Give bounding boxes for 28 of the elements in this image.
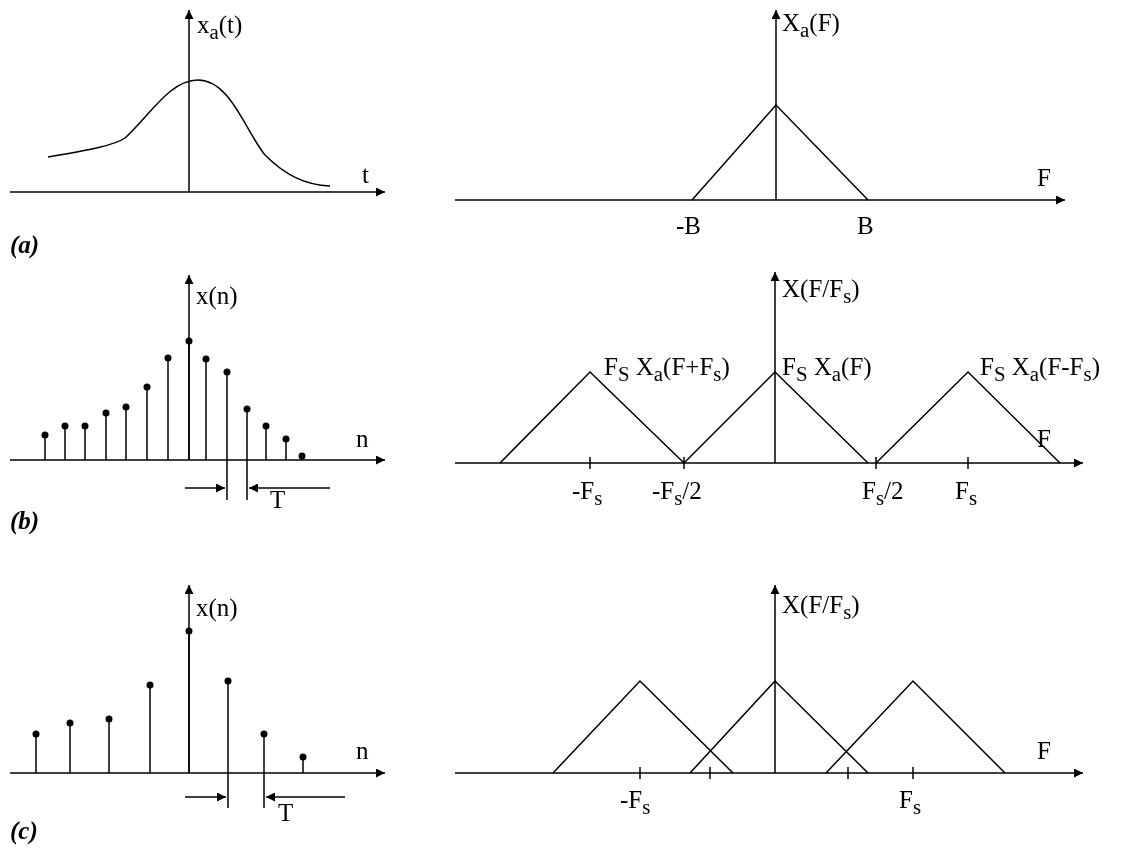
axis-label: n: [356, 738, 369, 763]
panel-label: (b): [10, 508, 40, 533]
tick-label: F$_{s}$/2: [862, 478, 904, 509]
tick-label: -F$_{s}$/2: [652, 478, 702, 509]
spectrum-label: F$_{S}$ X$_{a}$(F+F$_{s}$): [604, 354, 730, 385]
axis-label: X(F/F$_{s}$): [782, 592, 860, 623]
tick-label: B: [857, 213, 874, 238]
tick-label: F$_{s}$: [899, 787, 921, 818]
axis-label: X$_{a}$(F): [782, 10, 840, 41]
tick-label: -B: [676, 213, 701, 238]
tick-label: -F$_{s}$: [572, 478, 603, 509]
axis-label: F: [1037, 426, 1051, 451]
axis-label: t: [362, 162, 369, 187]
axis-label: x(n): [196, 595, 238, 620]
axis-label: F: [1037, 165, 1051, 190]
axis-label: x$_{a}$(t): [197, 12, 243, 43]
axis-label: x(n): [196, 283, 238, 308]
axis-label: F: [1037, 738, 1051, 763]
axis-label: n: [356, 426, 369, 451]
tick-label: -F$_{s}$: [620, 787, 651, 818]
spectrum-label: F$_{S}$ X$_{a}$(F-F$_{s}$): [980, 354, 1100, 385]
tick-label: F$_{s}$: [955, 478, 977, 509]
panel-label: (a): [10, 232, 40, 257]
spectrum-label: F$_{S}$ X$_{a}$(F): [782, 354, 872, 385]
panel-label: (c): [10, 818, 38, 843]
axis-label: X(F/F$_{s}$): [782, 276, 860, 307]
period-label: T: [270, 487, 286, 512]
period-label: T: [278, 800, 294, 825]
